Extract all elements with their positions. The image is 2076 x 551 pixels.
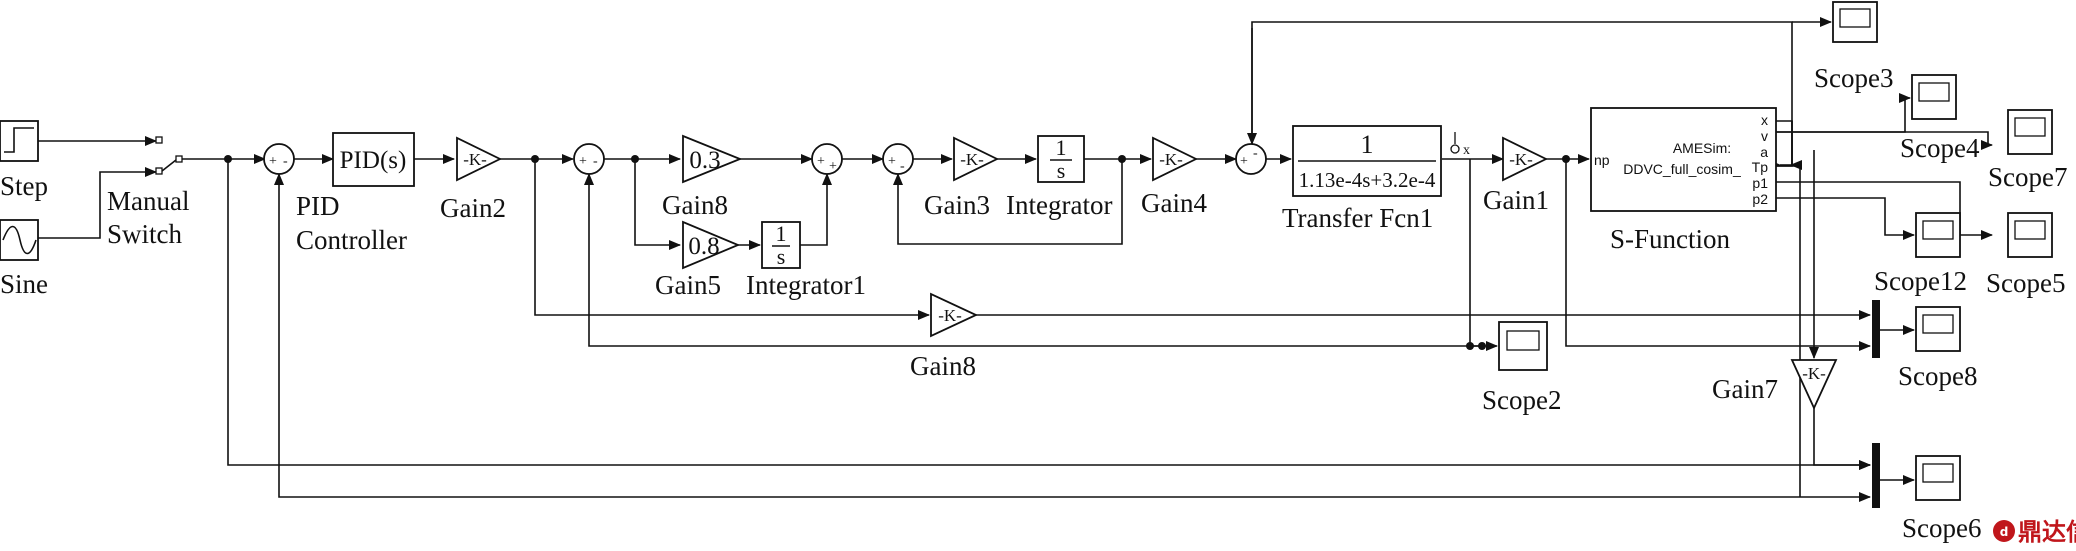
scope3-label: Scope3	[1814, 63, 1893, 93]
transfer-fcn-label: Transfer Fcn1	[1282, 203, 1433, 233]
sum-3[interactable]: + +	[811, 143, 843, 175]
svg-text:-K-: -K-	[1509, 150, 1533, 169]
junction-dots	[224, 155, 1570, 350]
gain8-lower-label: Gain8	[910, 351, 976, 381]
sine-label: Sine	[0, 269, 48, 299]
svg-text:-K-: -K-	[960, 150, 984, 169]
watermark-text: 鼎达信	[2018, 518, 2076, 546]
scope2-label: Scope2	[1482, 385, 1561, 415]
gain1-block[interactable]: -K- Gain1	[1483, 136, 1549, 215]
integrator1-block[interactable]: 1 s Integrator1	[746, 221, 866, 300]
gain4-block[interactable]: -K- Gain4	[1141, 136, 1207, 218]
pid-label-line2: Controller	[296, 225, 407, 255]
svg-text:x: x	[1463, 143, 1470, 158]
svg-text:Tp: Tp	[1752, 159, 1769, 175]
gain7-label: Gain7	[1712, 374, 1778, 404]
svg-text:x: x	[1761, 112, 1768, 128]
s-function-label: S-Function	[1610, 224, 1731, 254]
pid-controller[interactable]: PID(s) PID Controller	[296, 132, 415, 255]
scope8-label: Scope8	[1898, 361, 1977, 391]
gain5-label: Gain5	[655, 270, 721, 300]
svg-text:s: s	[777, 244, 786, 269]
scope5-label: Scope5	[1986, 268, 2065, 298]
gain4-label: Gain4	[1141, 188, 1207, 218]
svg-text:AMESim:: AMESim:	[1673, 140, 1731, 156]
switch-label-line2: Switch	[107, 219, 183, 249]
gain3-label: Gain3	[924, 190, 990, 220]
integrator-block[interactable]: 1 s Integrator	[1006, 135, 1112, 220]
svg-text:1: 1	[1056, 135, 1067, 160]
svg-text:a: a	[1760, 144, 1768, 160]
gain2-block[interactable]: -K- Gain2	[440, 136, 506, 223]
scope2-block[interactable]: Scope2	[1482, 321, 1561, 415]
scope3-block[interactable]: Scope3	[1814, 1, 1893, 93]
svg-text:+: +	[579, 154, 587, 169]
gain2-label: Gain2	[440, 193, 506, 223]
integrator-label: Integrator	[1006, 190, 1112, 220]
svg-text:-K-: -K-	[1159, 150, 1183, 169]
svg-text:+: +	[269, 154, 277, 169]
svg-text:p2: p2	[1752, 191, 1768, 207]
svg-text:+: +	[817, 154, 825, 169]
svg-text:p1: p1	[1752, 175, 1768, 191]
svg-text:0.3: 0.3	[689, 147, 720, 174]
svg-text:0.8: 0.8	[688, 233, 719, 260]
svg-text:s: s	[1057, 158, 1066, 183]
svg-text:np: np	[1594, 152, 1610, 168]
scope4-label: Scope4	[1900, 133, 1980, 163]
gain5-block[interactable]: 0.8 Gain5	[655, 220, 741, 300]
switch-label-line1: Manual	[107, 186, 189, 216]
gain8-upper-label: Gain8	[662, 190, 728, 220]
gain3-block[interactable]: -K- Gain3	[924, 136, 1000, 220]
svg-text:d: d	[2000, 525, 2009, 539]
scope12-block[interactable]: Scope12	[1874, 212, 1967, 296]
sine-block[interactable]: Sine	[0, 219, 48, 299]
s-function-block[interactable]: AMESim: DDVC_full_cosim_ np x v a Tp p1 …	[1590, 107, 1777, 254]
scope6-block[interactable]: Scope6	[1902, 455, 1981, 543]
step-block[interactable]: Step	[0, 120, 48, 201]
scope12-label: Scope12	[1874, 266, 1967, 296]
svg-text:DDVC_full_cosim_: DDVC_full_cosim_	[1623, 161, 1741, 177]
gain8-lower-block[interactable]: -K- Gain8	[910, 292, 979, 381]
mux-scope6[interactable]	[1872, 443, 1880, 508]
scope8-block[interactable]: Scope8	[1898, 306, 1977, 391]
scope4-block[interactable]: Scope4	[1900, 74, 1980, 163]
integrator1-label: Integrator1	[746, 270, 866, 300]
svg-text:+: +	[888, 154, 896, 169]
svg-text:-K-: -K-	[1802, 364, 1826, 383]
watermark-logo: d 鼎达信	[1993, 518, 2076, 546]
pid-inner-text: PID(s)	[340, 147, 407, 174]
svg-text:-: -	[900, 159, 905, 174]
scope7-block[interactable]: Scope7	[1988, 109, 2067, 192]
svg-text:-: -	[1253, 146, 1258, 161]
gain1-label: Gain1	[1483, 185, 1549, 215]
manual-switch[interactable]: Manual Switch	[107, 136, 189, 249]
signal-lines	[38, 17, 1993, 502]
gain8-upper-block[interactable]: 0.3 Gain8	[662, 134, 743, 220]
gain7-block[interactable]: -K- Gain7	[1712, 359, 1838, 411]
sum-2[interactable]: + -	[573, 143, 605, 175]
step-label: Step	[0, 171, 48, 201]
svg-text:+: +	[1240, 154, 1248, 169]
svg-text:-: -	[593, 154, 598, 169]
svg-text:1: 1	[776, 221, 787, 246]
sum-5[interactable]: + -	[1235, 143, 1267, 175]
svg-text:1: 1	[1361, 130, 1374, 159]
svg-text:-K-: -K-	[938, 306, 962, 325]
svg-text:+: +	[829, 159, 837, 174]
svg-text:v: v	[1761, 128, 1768, 144]
transfer-fcn-block[interactable]: 1 1.13e-4s+3.2e-4 Transfer Fcn1	[1282, 125, 1442, 233]
sum-1[interactable]: + -	[263, 143, 295, 175]
svg-text:-: -	[283, 154, 288, 169]
scope7-label: Scope7	[1988, 162, 2067, 192]
svg-text:-K-: -K-	[463, 150, 487, 169]
goto-tag-x: x	[1450, 132, 1470, 158]
pid-label-line1: PID	[296, 191, 340, 221]
scope6-label: Scope6	[1902, 513, 1981, 543]
scope5-block[interactable]: Scope5	[1986, 212, 2065, 298]
svg-text:1.13e-4s+3.2e-4: 1.13e-4s+3.2e-4	[1299, 168, 1436, 192]
sum-4[interactable]: + -	[882, 143, 914, 175]
mux-scope8[interactable]	[1872, 300, 1880, 358]
